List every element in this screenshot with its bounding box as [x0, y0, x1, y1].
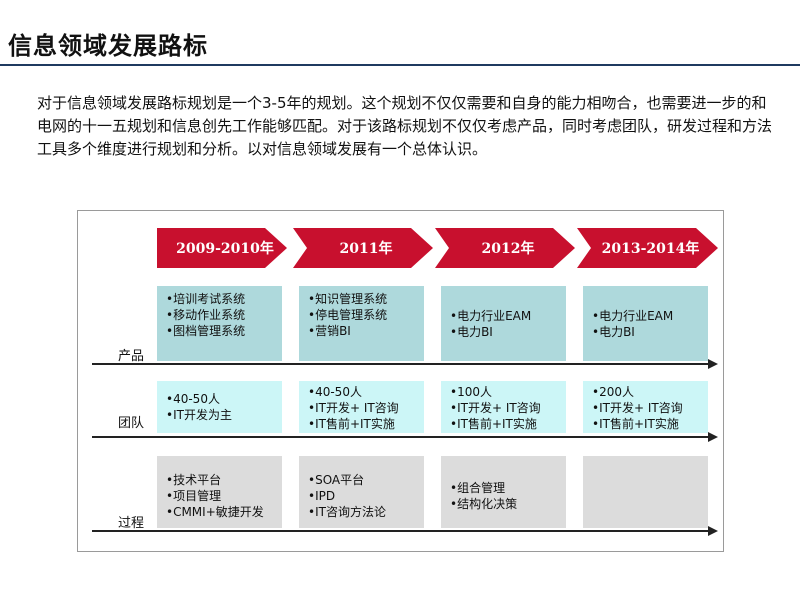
cell-item: •100人 — [450, 385, 492, 399]
cell-item: •培训考试系统 — [166, 292, 246, 306]
cell-item: •营销BI — [308, 324, 351, 338]
cell-item: •IT开发+ IT咨询 — [592, 401, 683, 415]
cell-item: •SOA平台 — [308, 473, 365, 487]
team-axis — [92, 432, 718, 442]
cell-item: •IPD — [308, 489, 336, 503]
cell-item: •组合管理 — [450, 481, 506, 495]
period-arrow-2: 2011年 — [293, 228, 433, 268]
period-label: 2011年 — [339, 241, 393, 257]
cell-item: •知识管理系统 — [308, 292, 388, 306]
process-cell-3: •组合管理 •结构化决策 — [441, 456, 566, 528]
row-label-product: 产品 — [118, 349, 145, 364]
cell-item: •IT开发+ IT咨询 — [308, 401, 399, 415]
cell-item: •图档管理系统 — [166, 324, 246, 338]
cell-item: •电力行业EAM — [450, 309, 532, 323]
cell-item: •IT售前+IT实施 — [592, 417, 679, 431]
period-arrow-4: 2013-2014年 — [577, 228, 718, 268]
team-cell-1: •40-50人 •IT开发为主 — [157, 381, 282, 433]
product-axis — [92, 359, 718, 369]
cell-item: •40-50人 — [308, 385, 362, 399]
team-cell-3: •100人 •IT开发+ IT咨询 •IT售前+IT实施 — [441, 381, 566, 433]
team-cell-2: •40-50人 •IT开发+ IT咨询 •IT售前+IT实施 — [299, 381, 424, 433]
page-title: 信息领域发展路标 — [8, 32, 208, 60]
title-divider — [0, 64, 800, 66]
process-cell-1: •技术平台 •项目管理 •CMMI+敏捷开发 — [157, 456, 282, 528]
cell-item: •IT咨询方法论 — [308, 505, 386, 519]
intro-paragraph: 对于信息领域发展路标规划是一个3-5年的规划。这个规划不仅仅需要和自身的能力相吻… — [37, 94, 773, 158]
cell-item: •IT开发为主 — [166, 408, 232, 422]
cell-item: •IT售前+IT实施 — [308, 417, 395, 431]
team-cell-4: •200人 •IT开发+ IT咨询 •IT售前+IT实施 — [583, 381, 708, 433]
cell-item: •CMMI+敏捷开发 — [166, 505, 264, 519]
process-cell-4 — [583, 456, 708, 528]
product-cell-4: •电力行业EAM •电力BI — [583, 286, 708, 361]
cell-item: •结构化决策 — [450, 497, 518, 511]
period-label: 2013-2014年 — [601, 241, 700, 257]
product-cell-1: •培训考试系统 •移动作业系统 •图档管理系统 — [157, 286, 282, 361]
period-arrow-3: 2012年 — [435, 228, 575, 268]
period-label: 2009-2010年 — [176, 241, 274, 257]
cell-item: •40-50人 — [166, 392, 220, 406]
process-axis — [92, 526, 718, 536]
cell-item: •技术平台 — [166, 473, 222, 487]
row-label-process: 过程 — [118, 516, 145, 531]
cell-item: •电力BI — [592, 325, 635, 339]
cell-item: •电力行业EAM — [592, 309, 674, 323]
product-cell-2: •知识管理系统 •停电管理系统 •营销BI — [299, 286, 424, 361]
process-cell-2: •SOA平台 •IPD •IT咨询方法论 — [299, 456, 424, 528]
period-label: 2012年 — [481, 241, 535, 257]
cell-item: •移动作业系统 — [166, 308, 246, 322]
cell-item: •项目管理 — [166, 489, 222, 503]
cell-item: •IT开发+ IT咨询 — [450, 401, 541, 415]
cell-item: •IT售前+IT实施 — [450, 417, 537, 431]
cell-item: •停电管理系统 — [308, 308, 388, 322]
row-label-team: 团队 — [118, 416, 145, 431]
cell-item: •电力BI — [450, 325, 493, 339]
cell-item: •200人 — [592, 385, 634, 399]
product-cell-3: •电力行业EAM •电力BI — [441, 286, 566, 361]
period-arrow-1: 2009-2010年 — [157, 228, 287, 268]
